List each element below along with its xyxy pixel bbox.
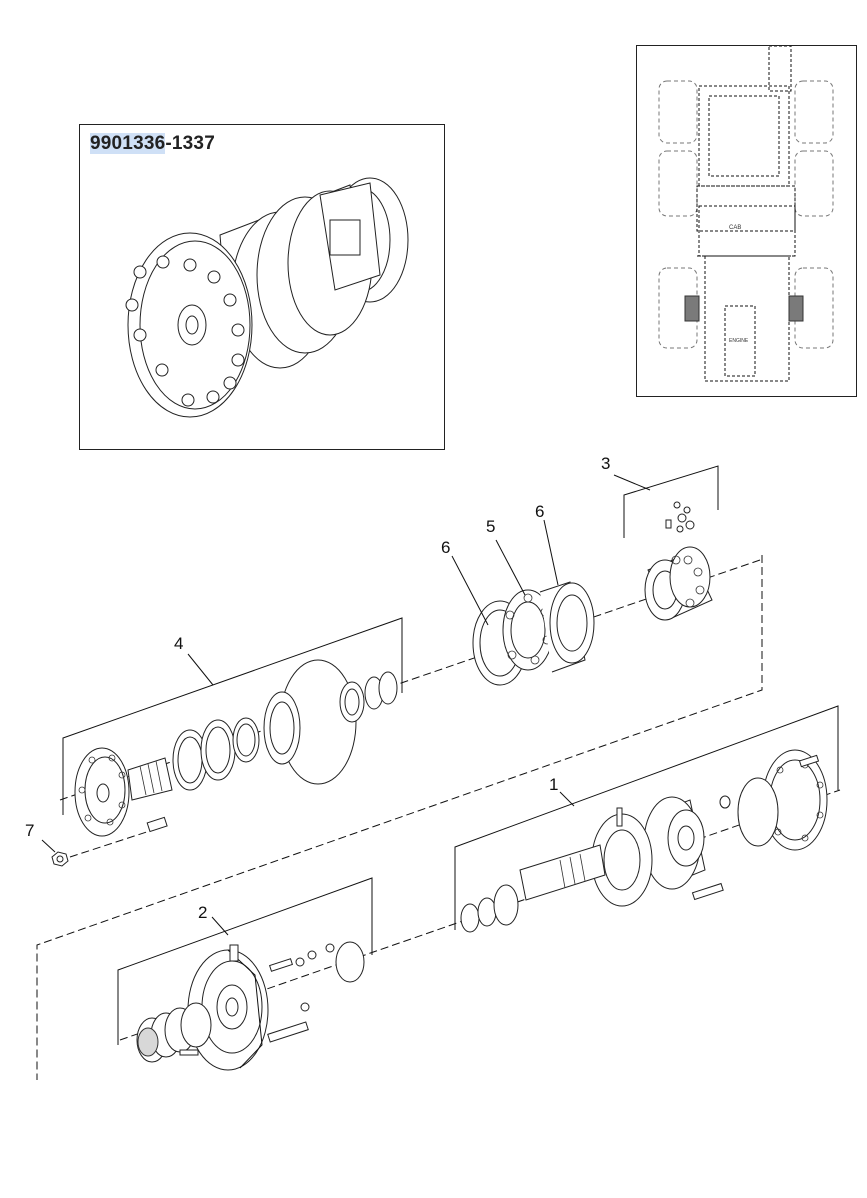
callout-6-left: 6 [441,538,450,557]
callout-4: 4 [174,634,183,653]
part-number: 9901336-1337 [90,133,215,155]
product-inset: 9901336-1337 [79,124,445,450]
part-4-hub-assembly [74,659,398,837]
part-3-brake-assembly [644,501,713,621]
part-1-gearbox-assembly [460,749,828,933]
machine-top-view: CAB ENGINE [658,46,834,382]
callout-5: 5 [486,517,495,536]
callout-3: 3 [601,454,610,473]
part-2-motor-assembly [136,941,365,1071]
small-hardware [665,501,695,533]
callout-6-right: 6 [535,502,544,521]
machine-locator-inset: CAB ENGINE [636,45,857,397]
callout-leaders [41,474,651,936]
cab-label: CAB [729,225,741,231]
right-drive-motor-highlight [788,295,804,322]
part-6-ring-right [539,581,595,673]
assembly-axis-lines [36,555,841,1080]
drive-motor-illustration [125,177,409,418]
callout-7: 7 [25,821,34,840]
callout-1: 1 [549,775,558,794]
part-7-nut [51,816,168,867]
callout-2: 2 [198,903,207,922]
engine-label: ENGINE [729,338,749,344]
part-number-highlight: 9901336 [90,133,166,154]
wheel-bolts [125,255,245,407]
group-frames [62,465,839,1045]
part-number-suffix: -1337 [165,133,215,154]
left-drive-motor-highlight [684,295,700,322]
